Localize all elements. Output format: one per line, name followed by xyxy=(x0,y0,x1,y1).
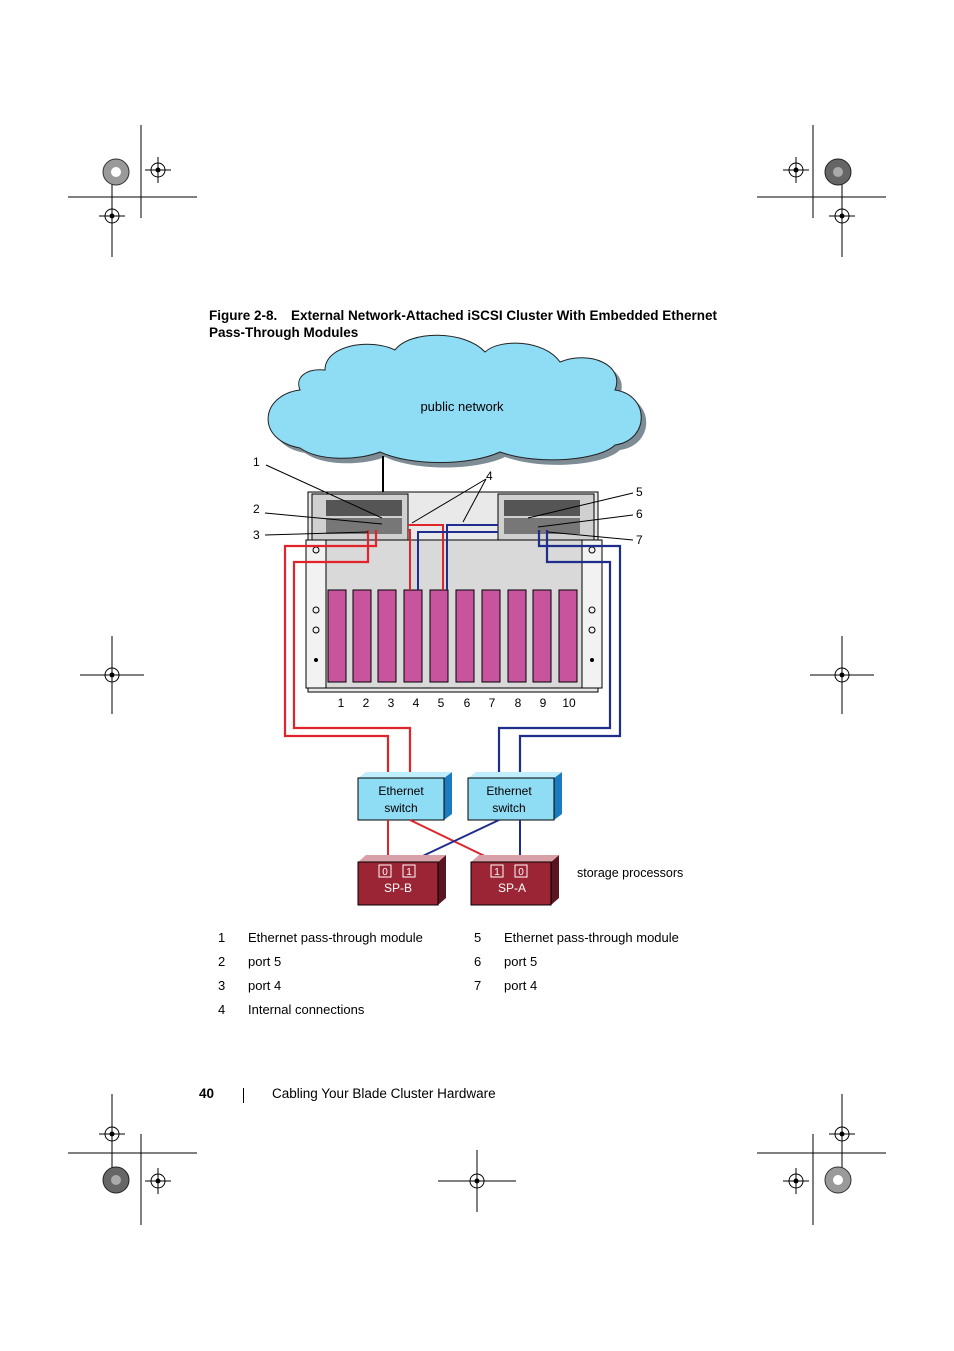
sp-a-label: SP-A xyxy=(498,881,526,895)
legend-number: 5 xyxy=(474,930,482,945)
slot-number: 10 xyxy=(562,696,576,710)
callout-2: 2 xyxy=(253,502,260,516)
legend-number: 6 xyxy=(474,954,482,969)
ethernet-switch-left: Ethernet switch xyxy=(357,772,452,821)
switch-label-line1: Ethernet xyxy=(486,784,532,798)
callout-3: 3 xyxy=(253,528,260,542)
sp-b-port: 1 xyxy=(406,867,412,878)
callout-7: 7 xyxy=(636,533,643,547)
cloud-label: public network xyxy=(420,399,504,414)
slot-numbers: 1 2 3 4 5 6 7 8 9 10 xyxy=(338,696,576,710)
figure-title: External Network-Attached iSCSI Cluster … xyxy=(209,308,717,340)
slot-number: 6 xyxy=(464,696,471,710)
public-network-cloud: public network xyxy=(267,334,647,468)
legend-number: 2 xyxy=(218,954,226,969)
page-number: 40 xyxy=(199,1086,215,1101)
slot-number: 1 xyxy=(338,696,345,710)
legend-text: port 5 xyxy=(504,954,538,969)
sp-b-label: SP-B xyxy=(384,881,412,895)
legend-text: Ethernet pass-through module xyxy=(504,930,679,945)
slot-number: 8 xyxy=(515,696,522,710)
legend-text: Internal connections xyxy=(248,1002,365,1017)
callouts: 1 2 3 4 5 6 7 xyxy=(253,455,643,547)
legend-text: Ethernet pass-through module xyxy=(248,930,423,945)
sp-b-port: 0 xyxy=(382,867,388,878)
legend-number: 1 xyxy=(218,930,226,945)
legend-text: port 4 xyxy=(504,978,538,993)
storage-processor-a: 1 0 SP-A xyxy=(470,855,559,906)
legend-number: 4 xyxy=(218,1002,226,1017)
legend-text: port 5 xyxy=(248,954,282,969)
storage-processor-b: 0 1 SP-B xyxy=(357,855,446,906)
ethernet-switch-right: Ethernet switch xyxy=(467,772,562,821)
slot-number: 9 xyxy=(540,696,547,710)
callout-1: 1 xyxy=(253,455,260,469)
footer-separator xyxy=(243,1088,244,1103)
slot-number: 5 xyxy=(438,696,445,710)
sp-a-port: 1 xyxy=(494,867,500,878)
storage-processors-label: storage processors xyxy=(577,866,683,880)
callout-6: 6 xyxy=(636,507,643,521)
slot-number: 4 xyxy=(413,696,420,710)
legend-text: port 4 xyxy=(248,978,282,993)
sp-a-port: 0 xyxy=(518,867,524,878)
figure-number: Figure 2-8. xyxy=(209,308,278,323)
legend-number: 3 xyxy=(218,978,226,993)
slot-number: 2 xyxy=(363,696,370,710)
callout-5: 5 xyxy=(636,485,643,499)
callout-4: 4 xyxy=(486,469,493,483)
switch-label-line2: switch xyxy=(384,801,417,815)
legend-number: 7 xyxy=(474,978,482,993)
switch-label-line1: Ethernet xyxy=(378,784,424,798)
slot-number: 3 xyxy=(388,696,395,710)
switch-label-line2: switch xyxy=(492,801,525,815)
figure-caption: Figure 2-8. External Network-Attached iS… xyxy=(209,307,729,341)
chapter-title: Cabling Your Blade Cluster Hardware xyxy=(272,1086,496,1101)
slot-number: 7 xyxy=(489,696,496,710)
